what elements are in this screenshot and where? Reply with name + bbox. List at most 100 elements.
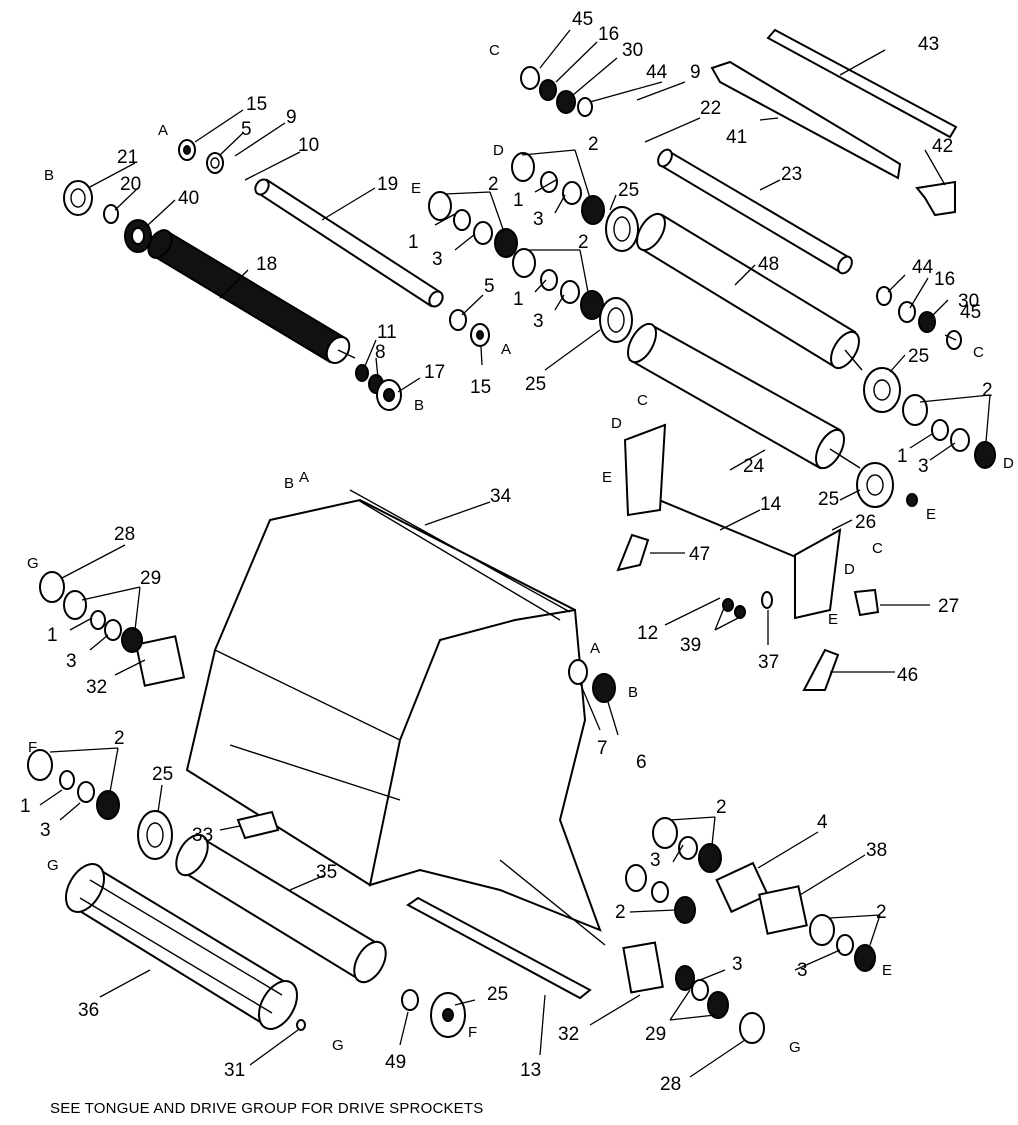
part-number: 43 <box>918 34 939 55</box>
angle-41 <box>710 60 902 180</box>
part-number: 1 <box>513 289 524 310</box>
part-number: 2 <box>588 134 599 155</box>
connection-letter: D <box>1003 455 1014 472</box>
part-number: 44 <box>912 257 934 278</box>
part-number: 30 <box>622 40 643 61</box>
shaft-14 <box>623 423 842 620</box>
connection-letter: G <box>27 555 39 572</box>
part-number: 10 <box>298 135 319 156</box>
part-number: 1 <box>513 190 524 211</box>
bracket-46 <box>802 648 840 691</box>
part-number: 42 <box>932 136 953 157</box>
connection-letter: A <box>158 122 168 139</box>
part-number: 3 <box>40 820 51 841</box>
part-numbers: 45 16 30 44 9 43 22 41 15 5 9 10 21 20 4… <box>20 9 993 1095</box>
part-number: 17 <box>424 362 445 383</box>
connection-letter: A <box>299 469 309 486</box>
part-number: 16 <box>598 24 619 45</box>
bracket-42 <box>915 180 956 217</box>
part-number: 8 <box>375 342 386 363</box>
part-number: 3 <box>533 311 544 332</box>
part-number: 2 <box>716 797 727 818</box>
part-number: 9 <box>286 107 297 128</box>
part-number: 38 <box>866 840 887 861</box>
part-number: 11 <box>377 322 397 343</box>
part-number: 3 <box>533 209 544 230</box>
part-number: 34 <box>490 486 512 507</box>
part-number: 2 <box>114 728 125 749</box>
connection-letter: D <box>611 415 622 432</box>
part-number: 25 <box>618 180 639 201</box>
connection-letter: B <box>44 167 54 184</box>
part-number: 1 <box>47 625 58 646</box>
part-number: 9 <box>690 62 701 83</box>
part-number: 19 <box>377 174 398 195</box>
connection-letter: G <box>332 1037 344 1054</box>
part-number: 25 <box>525 374 546 395</box>
connection-letter: A <box>590 640 600 657</box>
connection-letter: G <box>789 1039 801 1056</box>
part-number: 28 <box>114 524 135 545</box>
plate-38 <box>758 885 808 935</box>
part-number: 25 <box>818 489 839 510</box>
part-number: 25 <box>908 346 929 367</box>
part-number: 24 <box>743 456 765 477</box>
connection-letter: G <box>47 857 59 874</box>
part-number: 1 <box>408 232 419 253</box>
part-number: 27 <box>938 596 959 617</box>
part-number: 45 <box>960 302 981 323</box>
part-number: 2 <box>488 174 499 195</box>
part-number: 14 <box>760 494 782 515</box>
plate-33 <box>236 810 280 840</box>
part-number: 25 <box>152 764 173 785</box>
part-number: 1 <box>20 796 31 817</box>
part-number: 40 <box>178 188 199 209</box>
part-number: 32 <box>86 677 107 698</box>
clip-27 <box>853 588 880 617</box>
part-number: 5 <box>241 119 252 140</box>
connection-letter: B <box>414 397 424 414</box>
part-number: 20 <box>120 174 141 195</box>
part-number: 3 <box>732 954 743 975</box>
part-number: 3 <box>650 850 661 871</box>
connection-letters: C A B D E A B C C D D E B A E C G D E A … <box>27 42 1014 1056</box>
connection-letter: E <box>411 180 421 197</box>
part-number: 32 <box>558 1024 579 1045</box>
connection-letter: A <box>501 341 511 358</box>
part-number: 6 <box>636 752 647 773</box>
part-number: 16 <box>934 269 955 290</box>
part-number: 47 <box>689 544 710 565</box>
connection-letter: E <box>602 469 612 486</box>
part-number: 49 <box>385 1052 406 1073</box>
connection-letter: F <box>28 739 37 756</box>
connection-letter: E <box>926 506 936 523</box>
part-number: 2 <box>982 380 993 401</box>
part-number: 33 <box>192 825 213 846</box>
roller-35 <box>175 833 387 984</box>
part-number: 37 <box>758 652 779 673</box>
part-number: 46 <box>897 665 918 686</box>
part-number: 22 <box>700 98 721 119</box>
connection-letter: C <box>489 42 500 59</box>
part-number: 25 <box>487 984 508 1005</box>
bearings <box>27 66 996 1044</box>
connection-letter: C <box>973 344 984 361</box>
part-number: 30 <box>958 291 979 312</box>
part-number: 2 <box>578 232 589 253</box>
connection-letter: D <box>493 142 504 159</box>
part-number: 18 <box>256 254 277 275</box>
connection-letter: C <box>637 392 648 409</box>
part-number: 44 <box>646 62 668 83</box>
strip-13 <box>406 896 592 1000</box>
part-number: 3 <box>66 651 77 672</box>
part-number: 29 <box>140 568 161 589</box>
roller-18 <box>147 229 356 365</box>
part-number: 7 <box>597 738 608 759</box>
bracket-47 <box>616 533 650 572</box>
part-number: 5 <box>484 276 495 297</box>
plate-4 <box>715 861 770 914</box>
part-number: 3 <box>432 249 443 270</box>
bar-43 <box>766 28 958 139</box>
roller-36 <box>65 863 298 1030</box>
